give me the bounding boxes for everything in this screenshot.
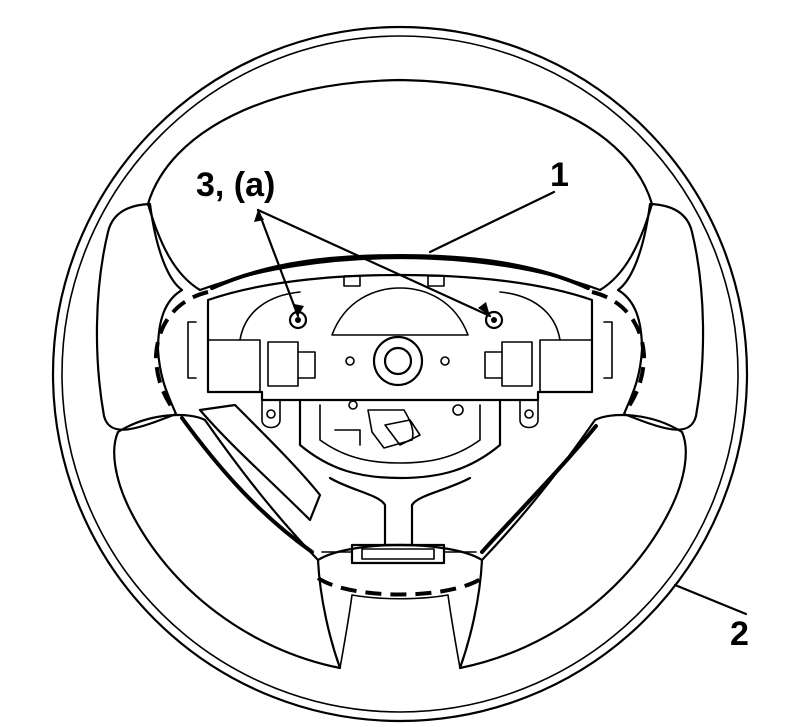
- hidden-hub-outline: [153, 290, 647, 597]
- lower-spoke-center: [339, 594, 461, 669]
- leader-lines: [254, 190, 748, 616]
- left-spoke-trim: [180, 403, 322, 554]
- airbag-bolt-right: [484, 310, 504, 330]
- steering-shaft-nut: [345, 335, 450, 387]
- lower-right-opening: [458, 413, 687, 670]
- steering-wheel-rim: [51, 25, 749, 723]
- right-spoke-edge: [480, 424, 598, 554]
- airbag-module-top-edge: [210, 253, 590, 290]
- hub-back-plate: [187, 273, 613, 402]
- lower-left-opening: [113, 413, 342, 670]
- callout-1-label: 1: [550, 156, 569, 194]
- right-grip-outline: [616, 202, 705, 431]
- wiring-stem: [328, 476, 472, 547]
- callout-2-label: 2: [730, 615, 749, 653]
- callout-3-label: 3, (a): [196, 166, 275, 204]
- left-grip-outline: [95, 202, 184, 431]
- hub-lower-mechanism: [261, 398, 539, 480]
- airbag-connector: [321, 543, 477, 565]
